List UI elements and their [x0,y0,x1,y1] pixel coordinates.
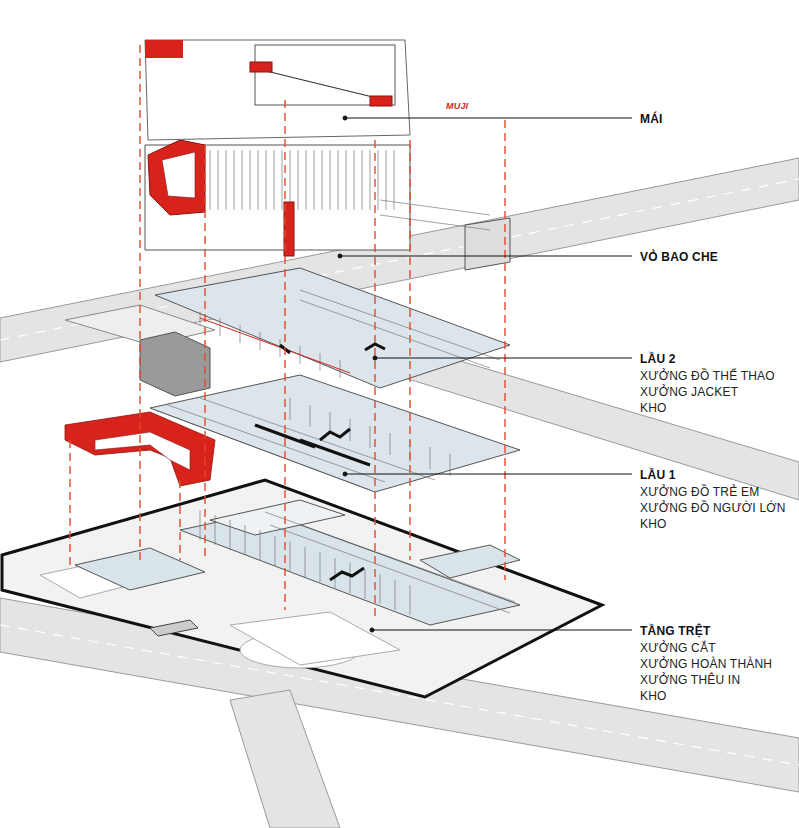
level-heading: TẦNG TRỆT [640,624,710,638]
program-item: XƯỞNG CẮT [640,641,716,655]
program-item: KHO [640,401,667,415]
program-item: KHO [640,689,667,703]
logo-text: MUJI [148,44,170,54]
program-item: XƯỞNG ĐỒ TRẺ EM [640,485,759,499]
program-item: XƯỞNG THÊU IN [640,673,740,687]
program-item: XƯỞNG HOÀN THÀNH [640,657,772,671]
level-heading: VỎ BAO CHE [640,250,718,264]
level-heading: LẦU 1 [640,468,676,482]
program-item: XƯỞNG JACKET [640,385,738,399]
program-item: XƯỞNG ĐỒ NGƯỜI LỚN [640,501,786,515]
program-item: KHO [640,517,667,531]
program-item: XƯỞNG ĐỒ THỂ THAO [640,369,775,383]
level-heading: MÁI [640,112,663,126]
logo-text: MUJI [446,101,468,111]
level-heading: LẦU 2 [640,352,676,366]
